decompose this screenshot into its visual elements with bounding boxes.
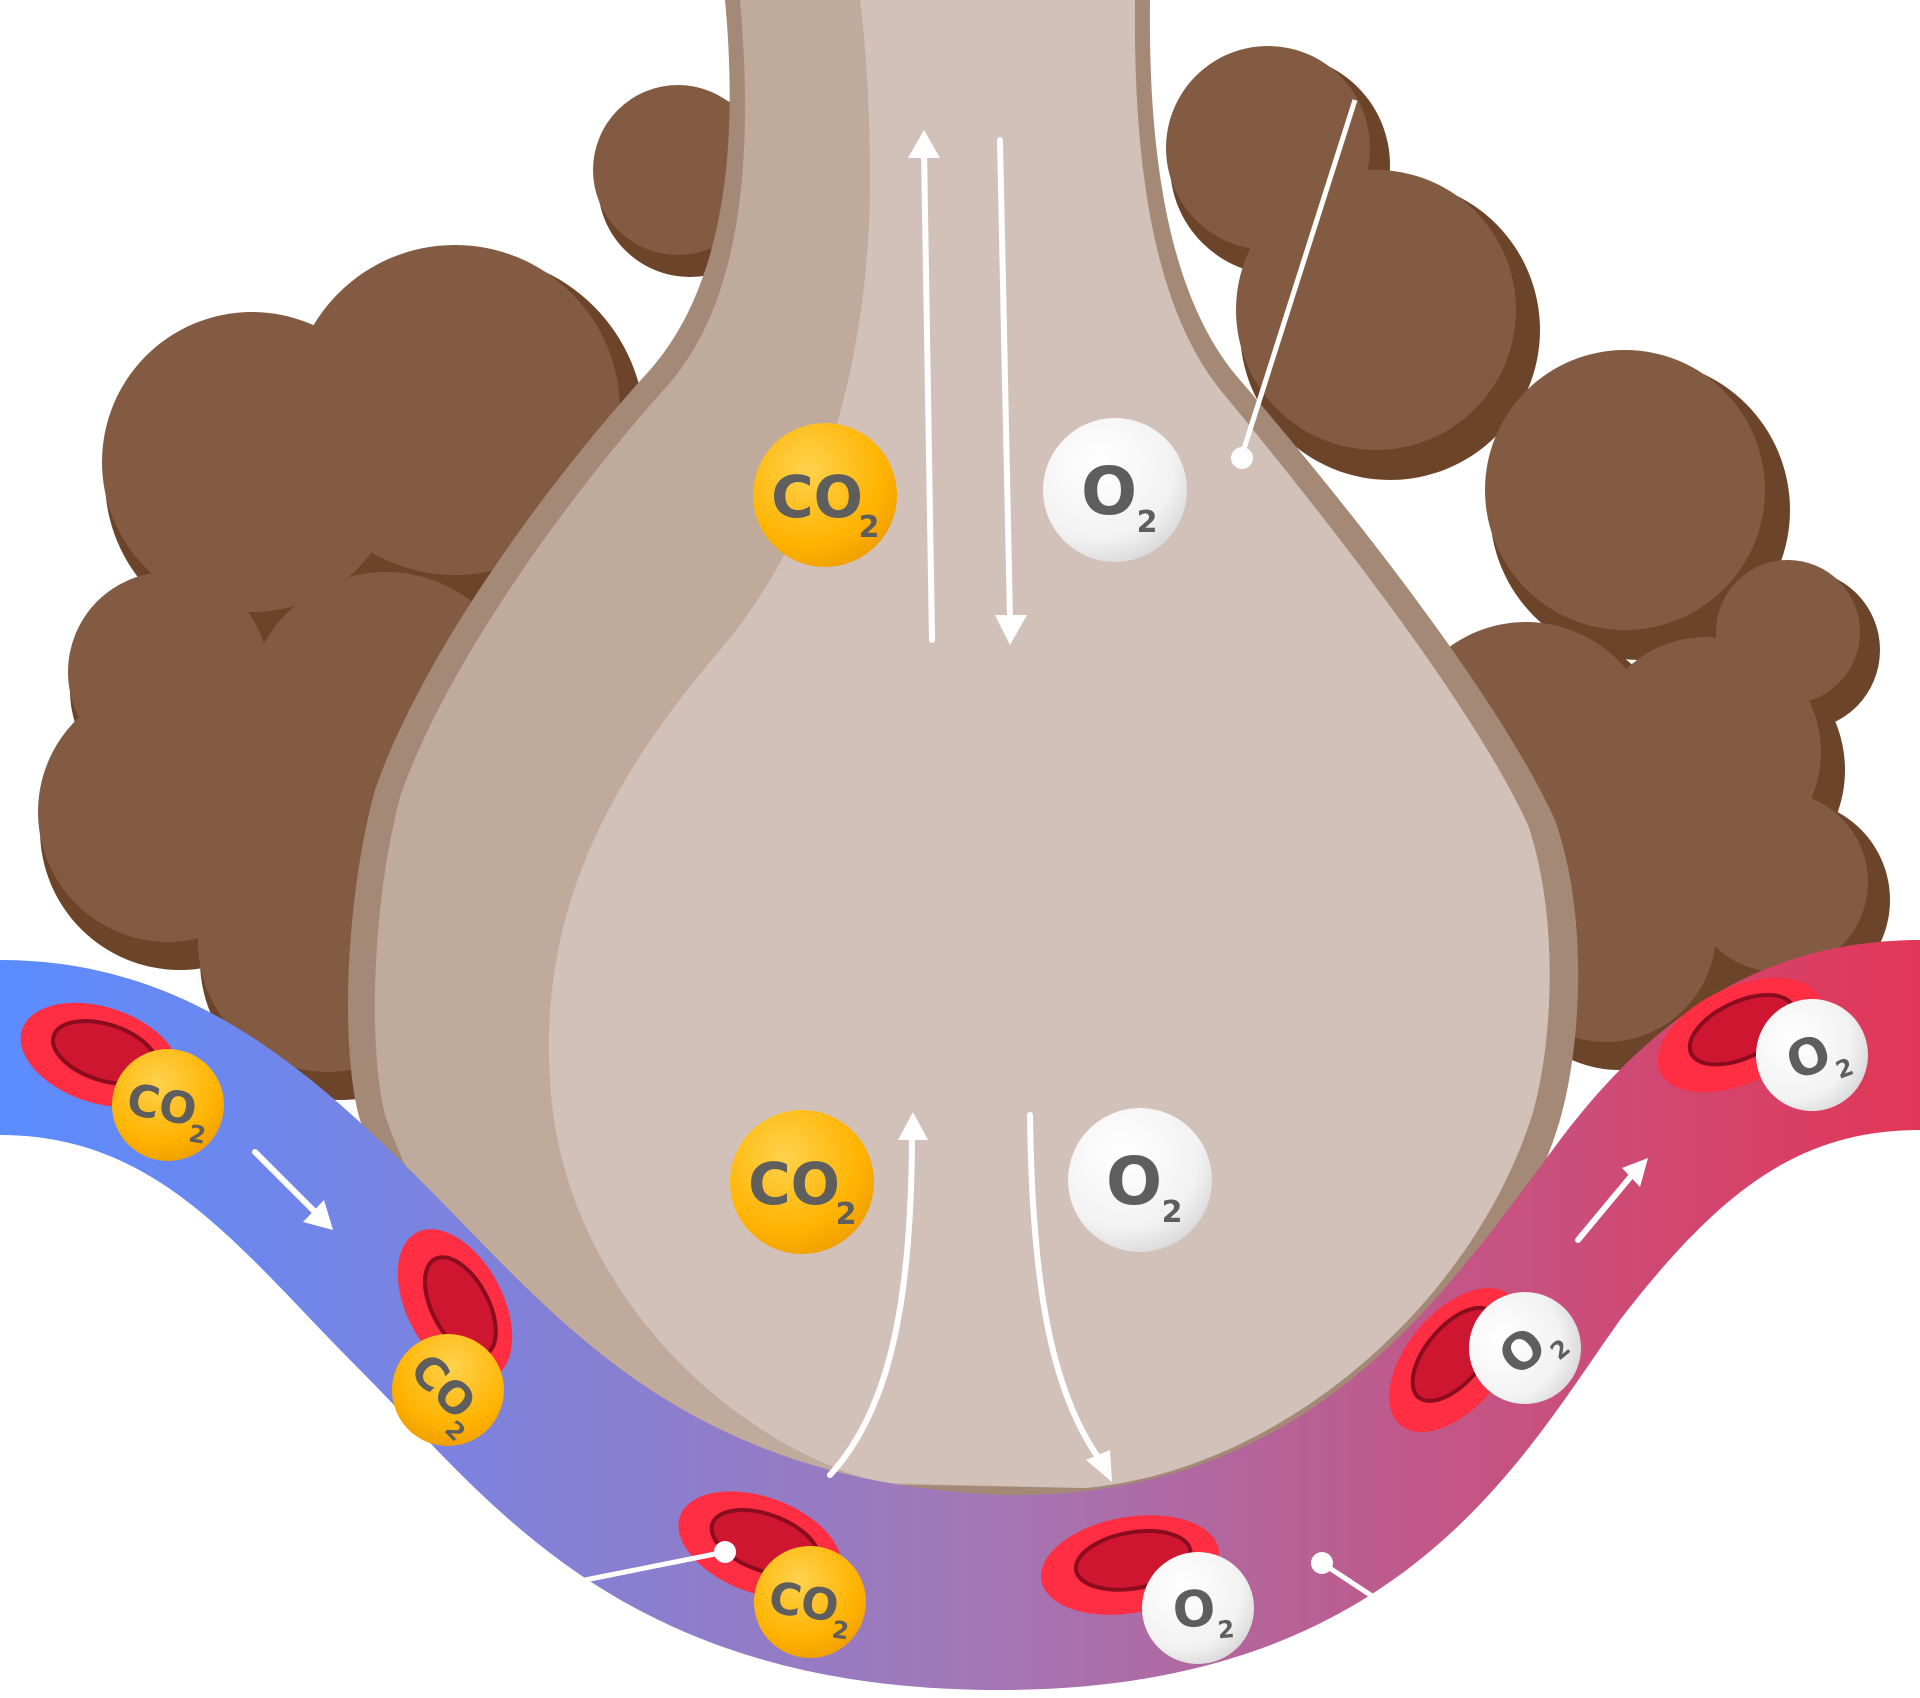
svg-text:CO: CO <box>771 463 863 531</box>
arrow-heads <box>303 130 1648 1482</box>
co2-molecule: CO 2 <box>392 1334 504 1447</box>
arrow-down-diffusion <box>1027 1112 1103 1463</box>
leader-dot-capillary <box>1311 1552 1333 1574</box>
o2-molecule: O 2 <box>1756 999 1868 1111</box>
label-erythrocyte: Erythrozyt <box>0 1590 279 1659</box>
svg-text:2: 2 <box>830 1615 850 1645</box>
svg-text:O: O <box>1081 453 1137 530</box>
co2-molecule: CO 2 <box>753 423 897 567</box>
arrow-up-airway <box>921 147 935 643</box>
leader-line-alveolus <box>1239 99 1358 456</box>
svg-text:2: 2 <box>1216 1615 1235 1644</box>
co2-molecules: CO 2 CO 2 CO 2 CO 2 CO 2 <box>112 423 897 1658</box>
svg-text:2: 2 <box>859 510 880 545</box>
svg-text:2: 2 <box>836 1197 857 1232</box>
arrow-blood-in <box>252 1149 321 1218</box>
arrow-up-diffusion <box>827 1127 915 1478</box>
o2-molecule: O 2 <box>1469 1292 1581 1404</box>
o2-molecule: O 2 <box>1068 1108 1212 1252</box>
label-alveolus-line2: (Alveole) <box>1675 95 1920 164</box>
flow-arrows <box>252 137 1635 1478</box>
svg-text:2: 2 <box>187 1119 208 1149</box>
label-capillary: Lungenkapillare <box>1482 1590 1920 1659</box>
leader-dot-erythrocyte <box>714 1541 736 1563</box>
svg-text:CO: CO <box>748 1150 840 1218</box>
o2-molecule: O 2 <box>1142 1552 1254 1664</box>
svg-text:2: 2 <box>1162 1195 1183 1230</box>
arrow-blood-out <box>1575 1172 1635 1243</box>
co2-molecule: CO 2 <box>112 1049 224 1161</box>
svg-text:CO: CO <box>766 1573 842 1633</box>
lung-capillary <box>0 940 1920 1690</box>
svg-text:CO: CO <box>123 1074 201 1136</box>
svg-text:O: O <box>1170 1579 1217 1640</box>
svg-text:2: 2 <box>1137 505 1158 540</box>
o2-molecule: O 2 <box>1043 418 1187 562</box>
arrow-down-airway <box>997 137 1013 623</box>
leader-dot-alveolus <box>1231 447 1253 469</box>
label-alveolus-line1: Lungenbläschen <box>1465 15 1920 84</box>
labels: Lungenbläschen (Alveole) Erythrozyt Lung… <box>0 15 1920 1659</box>
o2-molecules: O 2 O 2 O 2 O 2 O 2 <box>1043 418 1868 1664</box>
co2-molecule: CO 2 <box>754 1546 866 1658</box>
leader-line-erythrocyte <box>584 1549 726 1583</box>
co2-molecule: CO 2 <box>730 1110 874 1254</box>
svg-text:O: O <box>1106 1143 1162 1220</box>
